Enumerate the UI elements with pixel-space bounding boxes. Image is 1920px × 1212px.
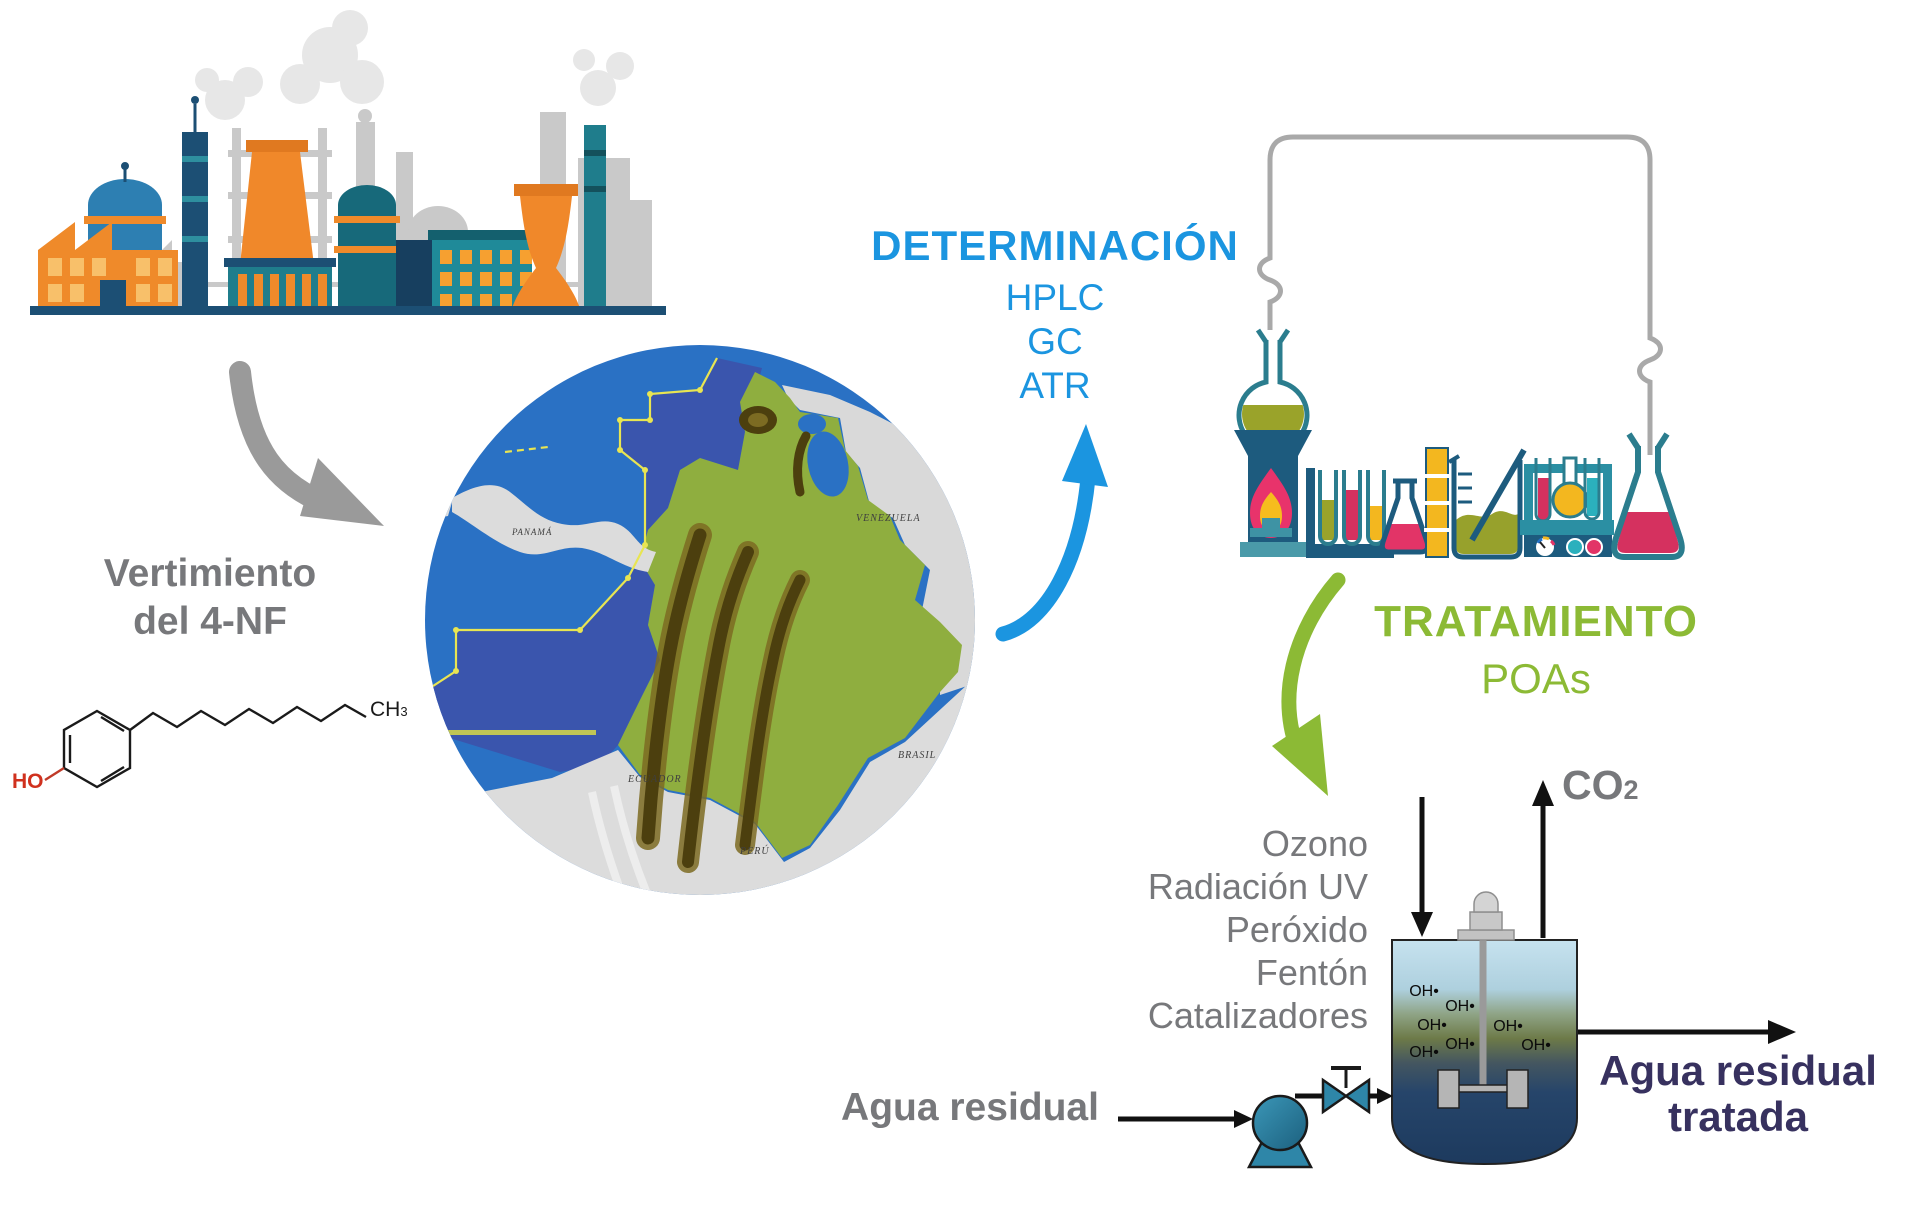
method-atr: ATR bbox=[1019, 365, 1091, 406]
feed-arrow bbox=[1411, 797, 1433, 937]
outflow-label: Agua residual tratada bbox=[1588, 1048, 1888, 1140]
method-gc: GC bbox=[1027, 321, 1083, 362]
map-label-ecuador: ECUADOR bbox=[628, 774, 682, 785]
process-peroxido: Peróxido bbox=[1225, 909, 1368, 950]
chromatography-column bbox=[1424, 447, 1450, 558]
factory-illustration bbox=[30, 10, 666, 315]
methyl-label: CH3 bbox=[370, 698, 408, 721]
outflow-label-line1: Agua residual bbox=[1599, 1047, 1877, 1094]
condenser-tube bbox=[1257, 134, 1663, 455]
small-erlenmeyer-flask bbox=[1379, 478, 1431, 555]
process-catalizadores: Catalizadores bbox=[1147, 995, 1368, 1036]
oh-radical-label: OH• bbox=[1445, 1036, 1475, 1053]
map-label-venezuela: VENEZUELA bbox=[856, 513, 921, 524]
hydroxyl-label: HO bbox=[12, 770, 44, 793]
map-label-brasil: BRASIL bbox=[898, 750, 937, 761]
co2-arrow bbox=[1532, 780, 1554, 938]
lab-equipment-illustration bbox=[1234, 134, 1685, 560]
factory-chimney-orange bbox=[224, 140, 336, 312]
valve-icon bbox=[1321, 1066, 1371, 1115]
discharge-label: Vertimiento del 4-NF bbox=[40, 550, 380, 646]
stirring-rod bbox=[1469, 448, 1527, 542]
factory-cooling-tower bbox=[511, 184, 581, 312]
map-label-peru: PERÚ bbox=[740, 846, 770, 857]
discharge-label-line1: Vertimiento bbox=[103, 552, 317, 595]
treatment-block: TRATAMIENTO POAs bbox=[1356, 597, 1716, 703]
process-fenton: Fentón bbox=[1255, 952, 1368, 993]
process-radiacion-uv: Radiación UV bbox=[1147, 866, 1368, 907]
treatment-subtitle: POAs bbox=[1481, 655, 1591, 702]
impeller-paddle bbox=[1506, 1069, 1529, 1109]
process-list: Ozono Radiación UV Peróxido Fentón Catal… bbox=[1000, 822, 1368, 1037]
map-label-panama: PANAMÁ bbox=[512, 527, 553, 537]
discharge-label-line2: del 4-NF bbox=[133, 600, 287, 643]
beaker bbox=[1447, 448, 1527, 560]
process-ozono: Ozono bbox=[1261, 823, 1368, 864]
determination-block: DETERMINACIÓN HPLC GC ATR bbox=[860, 222, 1250, 408]
co2-label: CO2 bbox=[1562, 762, 1639, 808]
oh-radical-label: OH• bbox=[1521, 1037, 1551, 1054]
motor-icon bbox=[1457, 891, 1515, 941]
inflow-arrow bbox=[1118, 1110, 1253, 1128]
oh-radical-label: OH• bbox=[1417, 1017, 1447, 1034]
factory-building-teal bbox=[428, 230, 536, 312]
instrument-rack bbox=[1520, 456, 1614, 557]
pump-icon bbox=[1246, 1094, 1314, 1169]
factory-chimney-navy bbox=[182, 96, 208, 312]
outflow-label-line2: tratada bbox=[1667, 1093, 1809, 1140]
discharge-arrow bbox=[229, 361, 384, 526]
factory-building-orange bbox=[38, 222, 178, 312]
reactor-diagram bbox=[1118, 780, 1796, 1169]
oh-radical-label: OH• bbox=[1445, 998, 1475, 1015]
determination-arrow bbox=[995, 424, 1108, 642]
oh-radical-label: OH• bbox=[1493, 1018, 1523, 1035]
treatment-title: TRATAMIENTO bbox=[1374, 597, 1698, 646]
factory-tank-teal bbox=[334, 185, 400, 312]
oh-radical-label: OH• bbox=[1409, 983, 1439, 1000]
molecule-structure bbox=[44, 703, 367, 789]
impeller-paddle bbox=[1437, 1069, 1460, 1109]
determination-title: DETERMINACIÓN bbox=[871, 222, 1239, 269]
oh-radical-label: OH• bbox=[1409, 1044, 1439, 1061]
colombia-globe-map bbox=[425, 345, 975, 895]
large-erlenmeyer-flask bbox=[1611, 432, 1685, 560]
inflow-label: Agua residual bbox=[841, 1086, 1099, 1129]
method-hplc: HPLC bbox=[1005, 277, 1105, 318]
treatment-arrow bbox=[1272, 572, 1346, 796]
valve-outlet-arrow bbox=[1369, 1088, 1393, 1104]
burner-stand bbox=[1234, 430, 1312, 557]
test-tube-rack bbox=[1306, 468, 1394, 558]
outflow-arrow bbox=[1578, 1020, 1796, 1044]
